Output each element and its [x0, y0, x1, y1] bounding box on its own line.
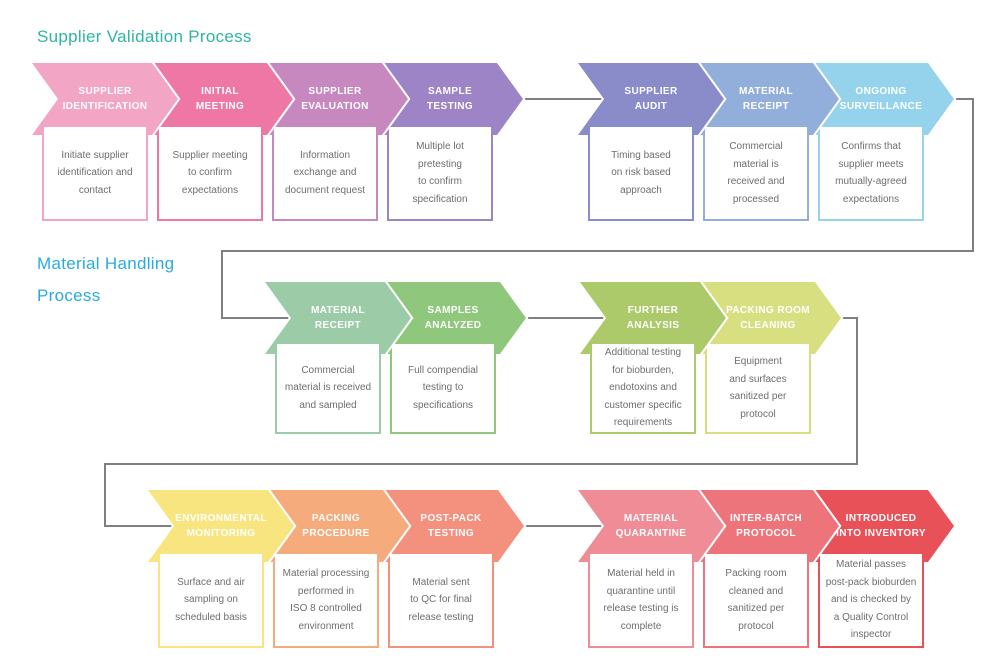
step-description: Material sent to QC for final release te…: [408, 576, 474, 623]
step-description-box: Material held in quarantine until releas…: [588, 552, 694, 648]
step-description-box: Commercial material is received and samp…: [275, 342, 381, 434]
step-description-box: Initiate supplier identification and con…: [42, 125, 148, 221]
step-description-box: Additional testing for bioburden, endoto…: [590, 342, 696, 434]
chevron-banner-icon: [28, 61, 181, 137]
step-description: Additional testing for bioburden, endoto…: [604, 347, 682, 429]
process-step: MATERIAL RECEIPT Commercial material is …: [261, 280, 414, 442]
step-description: Material held in quarantine until releas…: [603, 568, 679, 632]
step-title: INITIAL MEETING: [195, 86, 245, 112]
process-step: FURTHER ANALYSIS Additional testing for …: [576, 280, 729, 442]
section-title-material-handling: Material Handling Process: [37, 254, 175, 305]
step-description-box: Material processing performed in ISO 8 c…: [273, 552, 379, 648]
step-description-box: Material sent to QC for final release te…: [388, 552, 494, 648]
step-description-box: Timing based on risk based approach: [588, 125, 694, 221]
process-step: SUPPLIER AUDIT Timing based on risk base…: [574, 61, 727, 223]
step-description: Surface and air sampling on scheduled ba…: [175, 576, 247, 623]
process-step: ENVIRONMENTAL MONITORING Surface and air…: [144, 488, 297, 650]
step-description: Timing based on risk based approach: [611, 149, 671, 196]
step-description-box: Packing room cleaned and sanitized per p…: [703, 552, 809, 648]
step-description: Commercial material is received and samp…: [284, 364, 372, 411]
process-step: SUPPLIER IDENTIFICATION Initiate supplie…: [28, 61, 181, 223]
step-description: Material passes post-pack bioburden and …: [825, 559, 917, 641]
step-title: SUPPLIER IDENTIFICATION: [62, 86, 148, 112]
process-step: MATERIAL QUARANTINE Material held in qua…: [574, 488, 727, 650]
step-description-box: Surface and air sampling on scheduled ba…: [158, 552, 264, 648]
step-description-box: Material passes post-pack bioburden and …: [818, 552, 924, 648]
step-title: INTRODUCED INTO INVENTORY: [836, 513, 926, 539]
section-title-supplier-validation: Supplier Validation Process: [37, 27, 252, 46]
step-description: Packing room cleaned and sanitized per p…: [725, 568, 787, 632]
step-description: Initiate supplier identification and con…: [57, 149, 133, 196]
step-description: Material processing performed in ISO 8 c…: [282, 568, 370, 632]
